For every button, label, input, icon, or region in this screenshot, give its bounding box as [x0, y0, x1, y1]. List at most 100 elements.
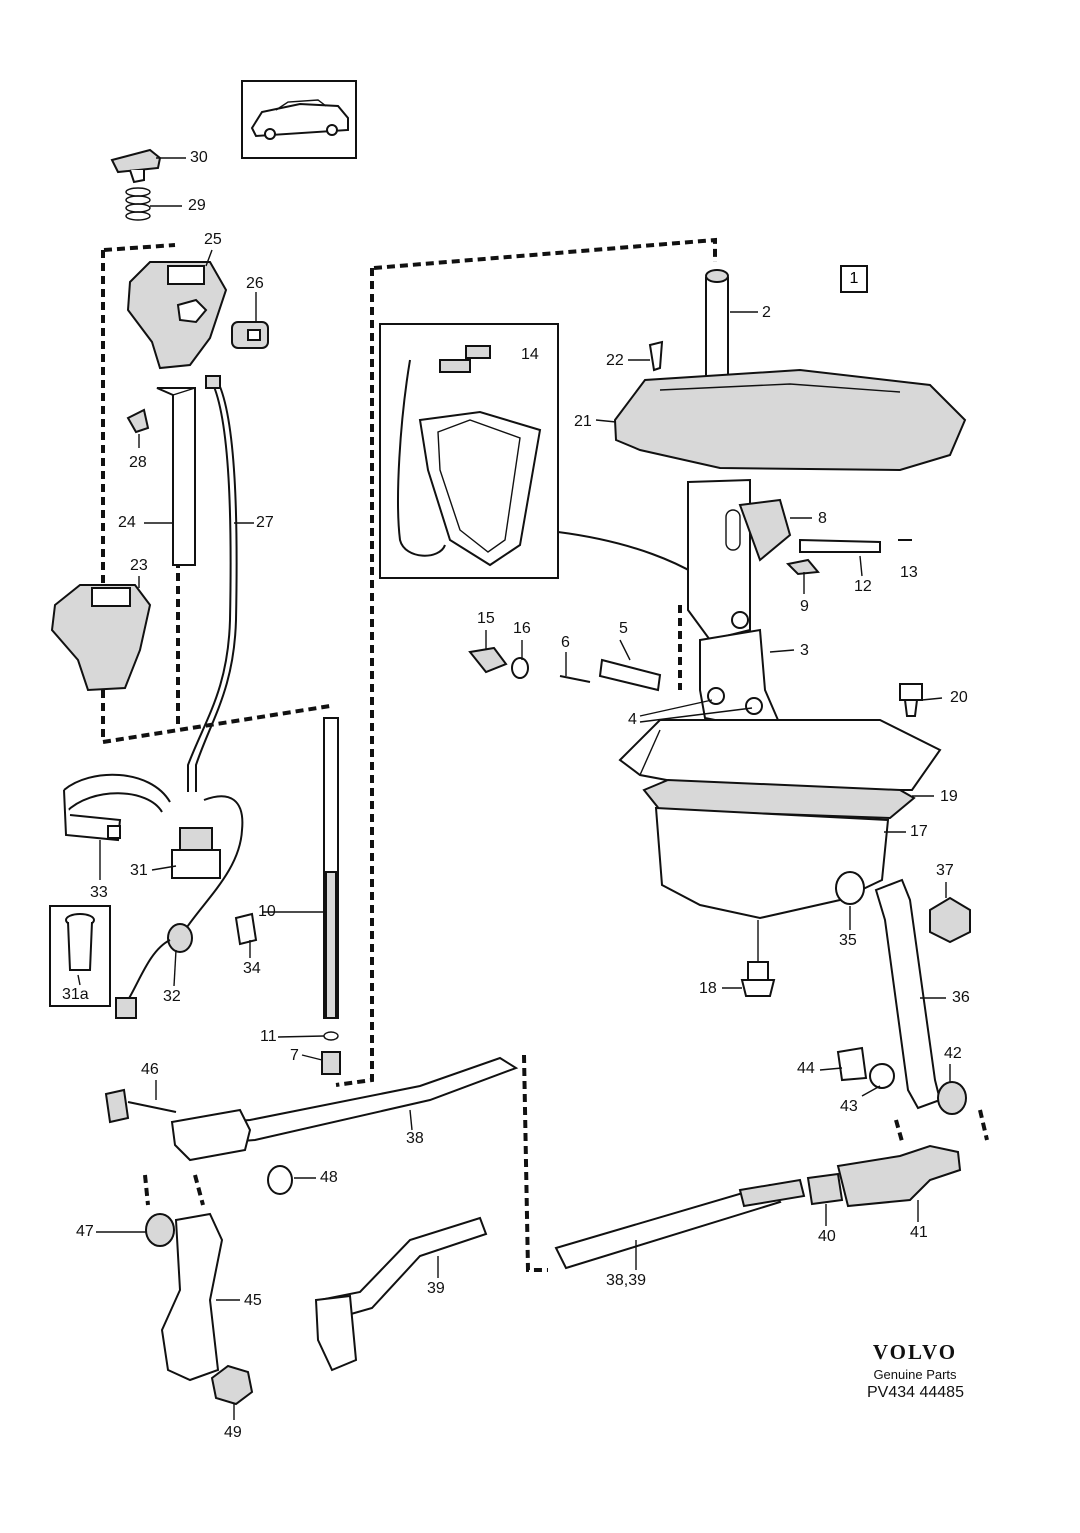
- base-plate: [618, 719, 942, 791]
- callout-3: 3: [800, 642, 809, 659]
- bushing-42: [937, 1081, 967, 1115]
- callout-34: 34: [243, 960, 261, 977]
- callout-10: 10: [258, 903, 276, 920]
- callout-9: 9: [800, 598, 809, 615]
- clip-28: [126, 408, 150, 434]
- callout-18: 18: [699, 980, 717, 997]
- joint-41: [836, 1144, 962, 1208]
- lever-2: [705, 269, 729, 391]
- callout-41: 41: [910, 1224, 928, 1241]
- bracket-3: [699, 628, 780, 727]
- callout-48: 48: [320, 1169, 338, 1186]
- lever-45: [160, 1212, 224, 1382]
- callout-13: 13: [900, 564, 918, 581]
- washer-35: [835, 871, 865, 905]
- clevis: [170, 1108, 252, 1162]
- callout-2: 2: [762, 304, 771, 321]
- rod-10: [321, 717, 341, 1075]
- callout-24: 24: [118, 514, 136, 531]
- shift-sleeve-24: [156, 387, 196, 566]
- callout-38: 38: [406, 1130, 424, 1147]
- callout-30: 30: [190, 149, 208, 166]
- callout-12: 12: [854, 578, 872, 595]
- clamp-33: [63, 773, 171, 842]
- callout-16: 16: [513, 620, 531, 637]
- grommet-32: [115, 923, 193, 1019]
- assembly-dashed-lines: [101, 237, 989, 1272]
- callout-7: 7: [290, 1047, 299, 1064]
- callout-22: 22: [606, 352, 624, 369]
- diagram-code: PV434 44485: [867, 1384, 964, 1401]
- callout-38-39: 38,39: [606, 1272, 647, 1289]
- pin-6: [559, 675, 591, 683]
- callout-43: 43: [840, 1098, 858, 1115]
- gear-knob-25: [126, 261, 228, 370]
- nut-37: [929, 896, 971, 944]
- brand-block: VOLVO Genuine Parts PV434 44485: [855, 1340, 975, 1402]
- bolt-18: [740, 961, 776, 997]
- nut-40: [806, 1172, 844, 1206]
- clip-48: [267, 1165, 293, 1195]
- callout-44: 44: [797, 1060, 815, 1077]
- callout-33: 33: [90, 884, 108, 901]
- button-26: [231, 321, 269, 349]
- clip-44: [836, 1046, 868, 1082]
- callout-11: 11: [260, 1028, 277, 1045]
- bushing-47: [145, 1213, 175, 1247]
- group-number-box: 1: [840, 265, 868, 293]
- callout-20: 20: [950, 689, 968, 706]
- callout-37: 37: [936, 862, 954, 879]
- callout-25: 25: [204, 231, 222, 248]
- bolt-46: [104, 1088, 130, 1124]
- callout-26: 26: [246, 275, 264, 292]
- callout-6: 6: [561, 634, 570, 651]
- callout-32: 32: [163, 988, 181, 1005]
- car-thumbnail-icon: [241, 80, 357, 159]
- callout-17: 17: [910, 823, 928, 840]
- wire-27: [187, 381, 232, 792]
- callout-4: 4: [628, 711, 637, 728]
- callout-21: 21: [574, 413, 592, 430]
- washer-16: [511, 657, 529, 679]
- callout-45: 45: [244, 1292, 262, 1309]
- callout-19: 19: [940, 788, 958, 805]
- switch-31: [171, 795, 244, 931]
- callout-5: 5: [619, 620, 628, 637]
- brand-tagline: Genuine Parts: [873, 1367, 957, 1382]
- cap-30: [110, 148, 162, 184]
- callout-39: 39: [427, 1280, 445, 1297]
- callout-31: 31: [130, 862, 148, 879]
- callout-29: 29: [188, 197, 206, 214]
- nut-49: [210, 1364, 254, 1406]
- callout-46: 46: [141, 1061, 159, 1078]
- wiring-inset-14: [379, 323, 559, 579]
- callout-47: 47: [76, 1223, 94, 1240]
- clip-34: [234, 912, 258, 946]
- callout-23: 23: [130, 557, 148, 574]
- callout-14: 14: [521, 346, 539, 363]
- callout-27: 27: [256, 514, 274, 531]
- brand-logo: VOLVO: [872, 1340, 958, 1364]
- callout-8: 8: [818, 510, 827, 527]
- box-17: [654, 806, 890, 920]
- callout-36: 36: [952, 989, 970, 1006]
- callout-35: 35: [839, 932, 857, 949]
- pin-5: [598, 658, 662, 692]
- gear-knob-23: [50, 584, 152, 692]
- screw-22: [648, 340, 664, 372]
- spring-29: [125, 187, 151, 221]
- callout-42: 42: [944, 1045, 962, 1062]
- washer-43: [869, 1063, 895, 1089]
- callout-28: 28: [129, 454, 147, 471]
- bolt-20: [899, 683, 923, 717]
- bolt-15: [468, 646, 508, 674]
- callout-15: 15: [477, 610, 495, 627]
- housing-21: [613, 368, 967, 472]
- bulb-holder-31a: [49, 905, 111, 1007]
- callout-49: 49: [224, 1424, 242, 1441]
- rod-38-39: [554, 1183, 782, 1270]
- callout-40: 40: [818, 1228, 836, 1245]
- pin-12: [799, 538, 881, 553]
